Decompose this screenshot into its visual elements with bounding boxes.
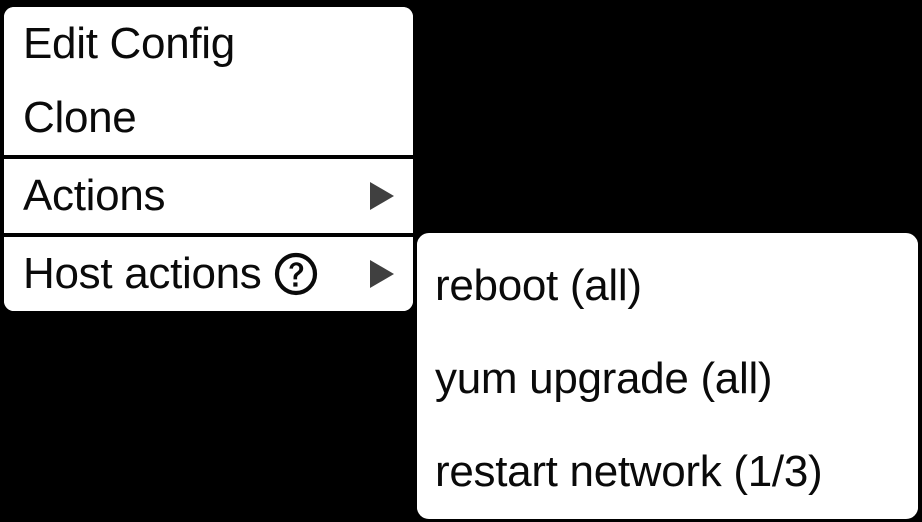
submenu-item-yum-upgrade-all[interactable]: yum upgrade (all) — [417, 332, 918, 425]
menu-item-clone[interactable]: Clone — [4, 81, 413, 155]
menu-item-label: Host actions — [23, 249, 262, 298]
chevron-right-icon — [370, 182, 394, 210]
help-circle-icon[interactable] — [274, 252, 318, 296]
submenu-item-label: reboot (all) — [435, 260, 642, 310]
menu-item-label: Clone — [23, 93, 137, 142]
context-menu: Edit Config Clone Actions Host actions — [4, 7, 413, 311]
submenu-item-label: restart network (1/3) — [435, 446, 823, 496]
menu-section-actions: Actions — [4, 155, 413, 233]
menu-item-edit-config[interactable]: Edit Config — [4, 7, 413, 81]
chevron-right-icon — [370, 260, 394, 288]
menu-item-label: Actions — [23, 171, 166, 220]
menu-section-primary: Edit Config Clone — [4, 7, 413, 155]
submenu-item-restart-network[interactable]: restart network (1/3) — [417, 425, 918, 518]
menu-item-host-actions[interactable]: Host actions — [4, 237, 413, 311]
submenu-item-label: yum upgrade (all) — [435, 353, 773, 403]
menu-item-label: Edit Config — [23, 19, 235, 68]
menu-section-host-actions: Host actions — [4, 233, 413, 311]
submenu-item-reboot-all[interactable]: reboot (all) — [417, 239, 918, 332]
menu-item-actions[interactable]: Actions — [4, 159, 413, 233]
host-actions-submenu: reboot (all) yum upgrade (all) restart n… — [417, 233, 918, 519]
